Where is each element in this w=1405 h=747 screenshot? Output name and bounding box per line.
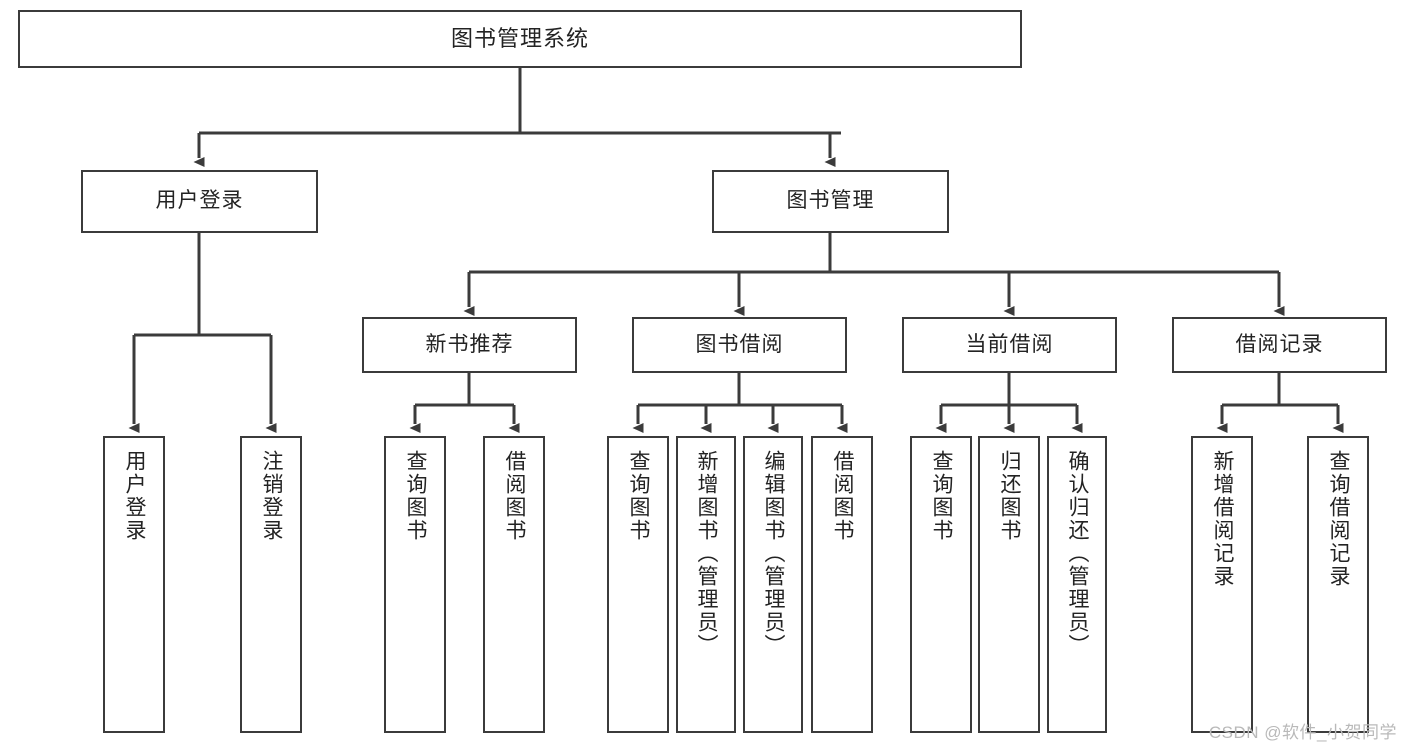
- csdn-watermark: CSDN @软件_小贺同学: [1208, 723, 1397, 742]
- leaf-borrow-book[interactable]: 借阅图书: [811, 436, 873, 733]
- leaf-logout[interactable]: 注销登录: [240, 436, 302, 733]
- node-label: 借阅记录: [1235, 332, 1324, 356]
- node-label: 新增借阅记录: [1211, 450, 1235, 588]
- node-label: 图书借阅: [695, 332, 784, 356]
- node-label: 注销登录: [260, 450, 284, 542]
- node-label: 确认归还（管理员）: [1066, 450, 1090, 657]
- leaf-edit-book-admin[interactable]: 编辑图书（管理员）: [743, 436, 803, 733]
- node-label: 图书管理系统: [450, 26, 589, 52]
- leaf-add-book-admin[interactable]: 新增图书（管理员）: [676, 436, 736, 733]
- node-label: 借阅图书: [831, 450, 855, 542]
- node-label: 归还图书: [998, 450, 1022, 542]
- node-label: 用户登录: [123, 450, 147, 542]
- node-label: 查询借阅记录: [1327, 450, 1351, 588]
- node-root-book-management-system[interactable]: 图书管理系统: [18, 10, 1022, 68]
- node-label: 用户登录: [155, 189, 244, 213]
- leaf-query-book-current[interactable]: 查询图书: [910, 436, 972, 733]
- node-label: 查询图书: [627, 450, 651, 542]
- node-label: 新书推荐: [425, 332, 514, 356]
- leaf-query-borrow-record[interactable]: 查询借阅记录: [1307, 436, 1369, 733]
- node-current-borrow[interactable]: 当前借阅: [902, 317, 1117, 373]
- node-label: 当前借阅: [965, 332, 1054, 356]
- node-label: 查询图书: [404, 450, 428, 542]
- node-borrow-records[interactable]: 借阅记录: [1172, 317, 1387, 373]
- node-label: 图书管理: [786, 189, 875, 213]
- leaf-return-book[interactable]: 归还图书: [978, 436, 1040, 733]
- leaf-query-book-borrow[interactable]: 查询图书: [607, 436, 669, 733]
- leaf-confirm-return-admin[interactable]: 确认归还（管理员）: [1047, 436, 1107, 733]
- leaf-borrow-book-recommend[interactable]: 借阅图书: [483, 436, 545, 733]
- node-label: 借阅图书: [503, 450, 527, 542]
- leaf-user-login[interactable]: 用户登录: [103, 436, 165, 733]
- node-label: 新增图书（管理员）: [695, 450, 719, 657]
- node-user-login[interactable]: 用户登录: [81, 170, 318, 233]
- leaf-query-book-recommend[interactable]: 查询图书: [384, 436, 446, 733]
- node-label: 编辑图书（管理员）: [762, 450, 786, 657]
- node-book-management[interactable]: 图书管理: [712, 170, 949, 233]
- leaf-add-borrow-record[interactable]: 新增借阅记录: [1191, 436, 1253, 733]
- node-label: 查询图书: [930, 450, 954, 542]
- node-book-borrow[interactable]: 图书借阅: [632, 317, 847, 373]
- node-new-book-recommend[interactable]: 新书推荐: [362, 317, 577, 373]
